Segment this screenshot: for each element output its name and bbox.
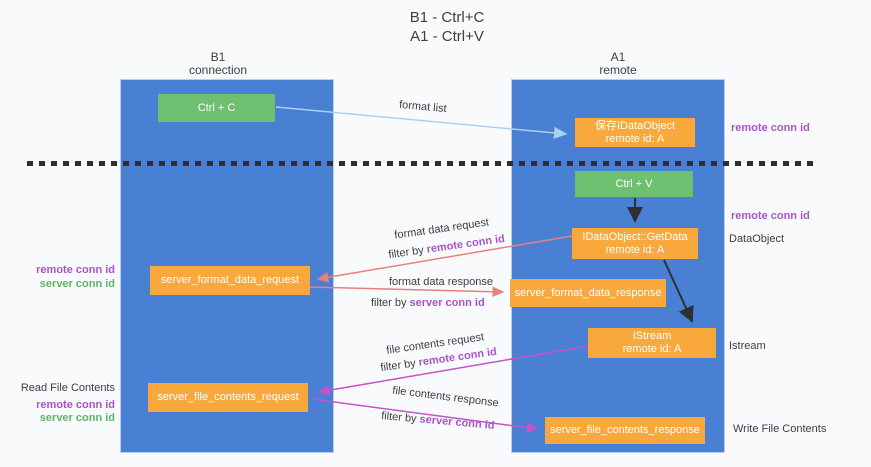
node-server-file-contents-request: server_file_contents_request [148, 383, 308, 412]
node-server-format-data-response-label: server_format_data_response [514, 286, 662, 299]
lane-header-a1-line2: remote [599, 63, 637, 77]
arrow-getdata-to-istream [663, 259, 694, 323]
right-label-remote-conn-id-1: remote conn id [731, 122, 810, 134]
left-label-remote-conn-id-1: remote conn id [36, 264, 115, 276]
node-server-format-data-request: server_format_data_request [150, 266, 310, 295]
lane-header-a1-line1: A1 [610, 50, 626, 64]
node-server-format-data-response: server_format_data_response [510, 279, 666, 307]
arrow-file-contents-response [311, 398, 539, 433]
node-save-idataobject-line1: 保存IDataObject [594, 119, 676, 132]
node-server-file-contents-response-label: server_file_contents_response [550, 424, 700, 436]
node-idataobject-getdata-line2: remote id: A [605, 243, 665, 256]
node-istream: IStream remote id: A [588, 328, 716, 358]
lane-header-a1-remote: A1 remote [543, 51, 693, 77]
arrow-format-data-response [309, 286, 505, 297]
server-conn-id-text: server conn id [409, 297, 485, 309]
lane-header-b1-connection: B1 connection [143, 51, 293, 77]
node-server-format-data-request-label: server_format_data_request [160, 274, 300, 286]
right-label-istream: Istream [729, 340, 766, 352]
node-ctrl-v-label: Ctrl + V [615, 177, 653, 190]
node-istream-line2: remote id: A [622, 343, 682, 355]
left-label-server-conn-id-2: server conn id [39, 412, 115, 424]
right-label-dataobject: DataObject [729, 233, 785, 245]
arrow-format-list [275, 106, 568, 139]
title-line-1: B1 - Ctrl+C [409, 9, 485, 26]
node-ctrl-c: Ctrl + C [158, 94, 275, 122]
title-line-2: A1 - Ctrl+V [410, 28, 484, 45]
arrow-format-data-request [316, 235, 573, 283]
node-istream-line1: IStream [632, 330, 672, 342]
dashed-divider [27, 161, 818, 166]
arrow-file-contents-request [317, 345, 589, 396]
node-save-idataobject-line2: remote id: A [605, 132, 665, 145]
edge-label-format-data-response: format data response [389, 276, 493, 288]
node-idataobject-getdata: IDataObject::GetData remote id: A [572, 228, 698, 259]
right-label-write-file-contents: Write File Contents [733, 423, 827, 435]
filter-by-text: filter by [371, 297, 407, 309]
right-label-remote-conn-id-2: remote conn id [731, 210, 810, 222]
left-label-read-file-contents: Read File Contents [20, 382, 115, 394]
node-ctrl-v: Ctrl + V [575, 171, 693, 197]
left-label-server-conn-id-1: server conn id [39, 278, 115, 290]
left-label-remote-conn-id-2: remote conn id [36, 399, 115, 411]
node-save-idataobject: 保存IDataObject remote id: A [575, 118, 695, 147]
node-server-file-contents-request-label: server_file_contents_request [157, 391, 299, 403]
lane-header-b1-line1: B1 [210, 50, 226, 64]
diagram-title: B1 - Ctrl+C A1 - Ctrl+V [297, 8, 597, 46]
node-ctrl-c-label: Ctrl + C [197, 101, 236, 114]
node-idataobject-getdata-line1: IDataObject::GetData [582, 230, 688, 243]
node-server-file-contents-response: server_file_contents_response [545, 417, 705, 444]
lane-header-b1-line2: connection [188, 63, 248, 77]
